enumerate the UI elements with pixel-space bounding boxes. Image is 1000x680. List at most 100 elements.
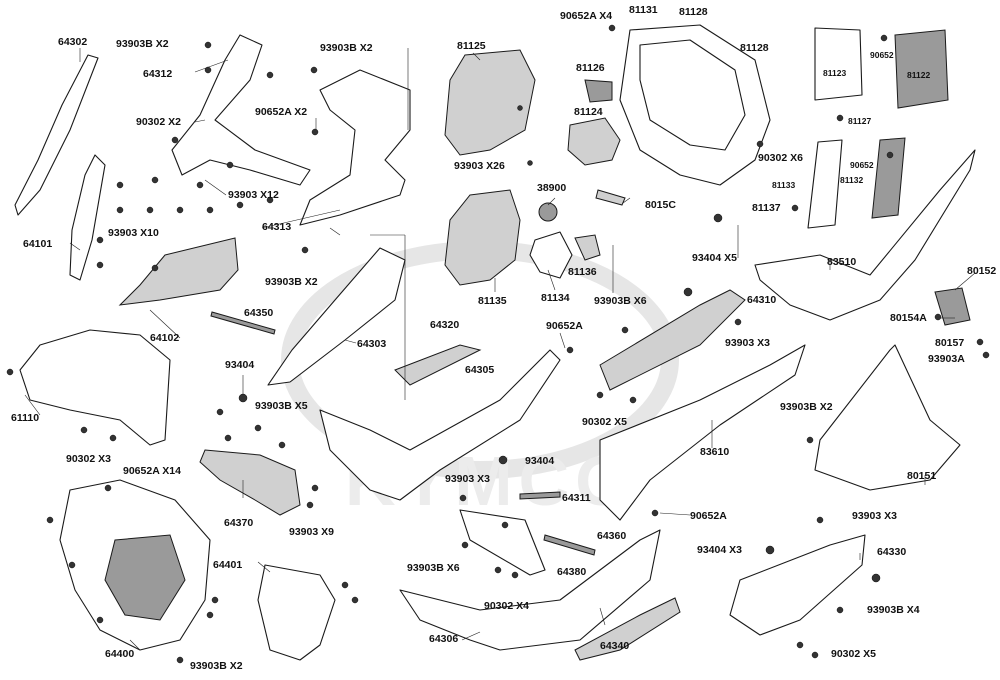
part-64400-grille xyxy=(104,534,186,621)
part-80151 xyxy=(814,344,961,491)
callout-38900: 38900 xyxy=(537,182,567,194)
callout-64350: 64350 xyxy=(244,307,274,319)
callout-90302-x6: 90302 X6 xyxy=(758,152,803,164)
callout-81135: 81135 xyxy=(478,295,507,307)
callout-64312: 64312 xyxy=(143,68,173,80)
callout-93404-x3: 93404 X3 xyxy=(697,544,742,556)
part-61110 xyxy=(19,329,171,446)
callout-80157: 80157 xyxy=(935,337,965,349)
callout-83610: 83610 xyxy=(700,446,730,458)
callout-93903-x3: 93903 X3 xyxy=(445,473,490,485)
part-38900 xyxy=(538,202,558,222)
part-81123 xyxy=(814,27,863,101)
callout-93903-x9: 93903 X9 xyxy=(289,526,334,538)
callout-81125: 81125 xyxy=(457,40,486,52)
part-64303 xyxy=(267,247,406,386)
part-81136 xyxy=(574,234,601,261)
callout-90302-x5: 90302 X5 xyxy=(582,416,627,428)
callout-93404-x5: 93404 X5 xyxy=(692,252,737,264)
callout-93903a: 93903A xyxy=(928,353,965,365)
part-64330 xyxy=(729,534,866,636)
part-64312 xyxy=(171,34,311,186)
part-81126 xyxy=(584,79,613,103)
callout-81128: 81128 xyxy=(679,6,708,18)
callout-90302-x4: 90302 X4 xyxy=(484,600,529,612)
part-81132 xyxy=(871,137,906,219)
callout-64370: 64370 xyxy=(224,517,254,529)
callout-90652a-x14: 90652A X14 xyxy=(123,465,181,477)
callout-81136: 81136 xyxy=(568,266,597,278)
part-64306 xyxy=(399,529,661,651)
callout-81122: 81122 xyxy=(907,70,931,80)
callout-64310: 64310 xyxy=(747,294,777,306)
part-80152 xyxy=(934,287,971,326)
callout-93404: 93404 xyxy=(225,359,255,371)
callout-64401: 64401 xyxy=(213,559,243,571)
callout-64340: 64340 xyxy=(600,640,630,652)
callout-93903b-x2: 93903B X2 xyxy=(780,401,833,413)
callout-81133: 81133 xyxy=(772,180,796,190)
callout-90302-x3: 90302 X3 xyxy=(66,453,111,465)
callout-64400: 64400 xyxy=(105,648,135,660)
callout-81126: 81126 xyxy=(576,62,605,74)
callout-64101: 64101 xyxy=(23,238,53,250)
callout-64102: 64102 xyxy=(150,332,180,344)
fastener-group xyxy=(6,24,990,664)
callout-93404: 93404 xyxy=(525,455,555,467)
callout-80151: 80151 xyxy=(907,470,937,482)
callout-93903b-x2: 93903B X2 xyxy=(265,276,318,288)
callout-61110: 61110 xyxy=(11,412,40,424)
callout-64313: 64313 xyxy=(262,221,292,233)
callout-81123: 81123 xyxy=(823,68,847,78)
callout-93903-x3: 93903 X3 xyxy=(725,337,770,349)
callout-93903-x12: 93903 X12 xyxy=(228,189,279,201)
callout-81124: 81124 xyxy=(574,106,603,118)
callout-80154a: 80154A xyxy=(890,312,927,324)
callout-93903-x10: 93903 X10 xyxy=(108,227,159,239)
callout-81131: 81131 xyxy=(629,4,658,16)
callout-81128: 81128 xyxy=(740,42,769,54)
part-64313 xyxy=(299,69,411,226)
callout-64305: 64305 xyxy=(465,364,495,376)
callout-83510: 83510 xyxy=(827,256,857,268)
part-81122 xyxy=(894,29,949,109)
part-81128-inner xyxy=(639,39,746,151)
callout-81132: 81132 xyxy=(840,175,864,185)
part-81124 xyxy=(567,117,621,166)
callout-90302-x5: 90302 X5 xyxy=(831,648,876,660)
callout-90652a-x4: 90652A X4 xyxy=(560,10,613,22)
callout-93903b-x5: 93903B X5 xyxy=(255,400,308,412)
callout-64311: 64311 xyxy=(562,492,591,504)
callout-80152: 80152 xyxy=(967,265,997,277)
part-64302 xyxy=(14,54,99,216)
part-81133 xyxy=(807,139,843,229)
callout-8015c: 8015C xyxy=(645,199,676,211)
part-8015c xyxy=(595,189,626,206)
part-64102 xyxy=(118,237,239,306)
part-81134 xyxy=(529,231,573,279)
part-64380 xyxy=(459,509,546,576)
callout-93903-x3: 93903 X3 xyxy=(852,510,897,522)
callout-64360: 64360 xyxy=(597,530,627,542)
callout-64303: 64303 xyxy=(357,338,387,350)
part-64350 xyxy=(210,311,276,335)
callout-64330: 64330 xyxy=(877,546,907,558)
part-64370 xyxy=(199,449,301,516)
callout-81137: 81137 xyxy=(752,202,781,214)
callout-64320: 64320 xyxy=(430,319,460,331)
callout-93903-x26: 93903 X26 xyxy=(454,160,505,172)
part-64305 xyxy=(319,349,561,501)
leader-lines xyxy=(24,48,976,651)
callout-93903b-x2: 93903B X2 xyxy=(320,42,373,54)
callout-81127: 81127 xyxy=(848,116,872,126)
callout-90652a: 90652A xyxy=(546,320,583,332)
callout-64306: 64306 xyxy=(429,633,459,645)
callout-93903b-x2: 93903B X2 xyxy=(116,38,169,50)
callout-93903b-x2: 93903B X2 xyxy=(190,660,243,672)
callout-90302-x2: 90302 X2 xyxy=(136,116,181,128)
callout-64380: 64380 xyxy=(557,566,587,578)
part-83510 xyxy=(754,149,976,321)
part-64101 xyxy=(69,154,106,281)
